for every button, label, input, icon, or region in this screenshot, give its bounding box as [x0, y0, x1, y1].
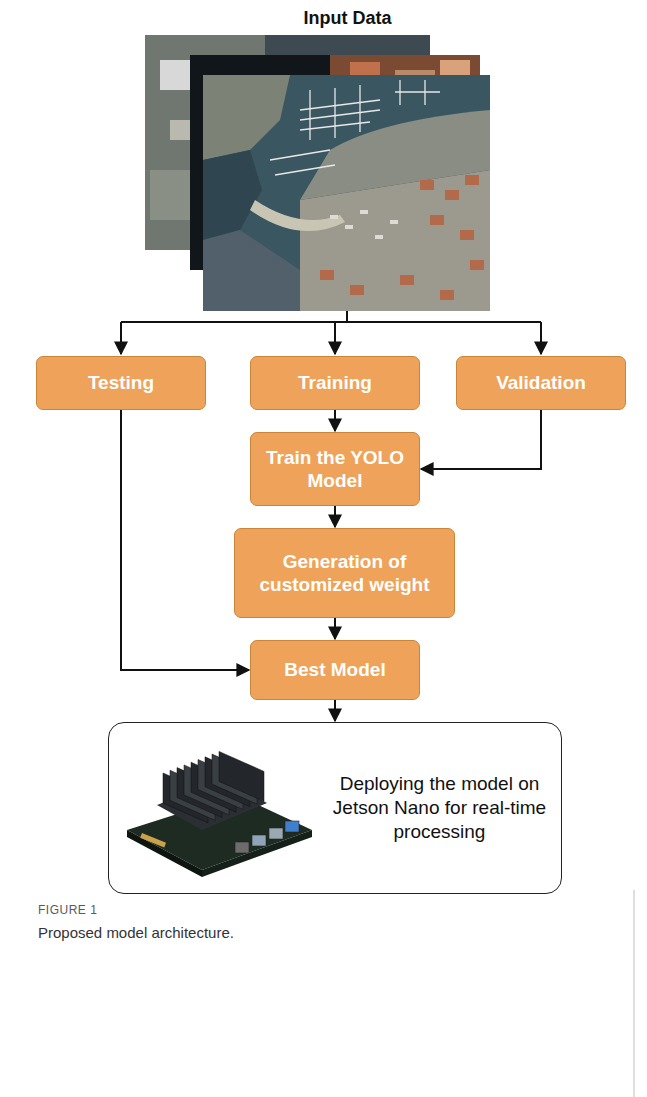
split-line-part: [120, 322, 122, 354]
flow-arrow: [121, 410, 249, 670]
satellite-image-part: [330, 210, 398, 239]
satellite-image-part: [250, 200, 345, 231]
satellite-image-part-part: [334, 88, 335, 138]
satellite-image: [203, 75, 490, 311]
port: [285, 821, 299, 832]
heatsink-fin: [219, 751, 264, 801]
satellite-image-part-part: [270, 150, 330, 160]
box-text: Train the YOLO Model: [251, 446, 419, 492]
port: [235, 842, 249, 853]
split-line: [121, 311, 541, 354]
satellite-image-part: [203, 75, 290, 160]
satellite-image-part-part: [300, 100, 380, 110]
satellite-image-part-part: [330, 215, 338, 219]
satellite-image-part: [270, 80, 440, 175]
split-line-part: [121, 321, 541, 323]
flow-arrow: [334, 410, 336, 431]
satellite-image-part: [320, 175, 484, 300]
satellite-image-part-part: [460, 230, 474, 240]
box-text: Training: [298, 371, 372, 394]
box-text: Validation: [496, 371, 586, 394]
satellite-image-part-part: [470, 260, 484, 270]
satellite-image-part-part: [400, 275, 414, 285]
port: [269, 828, 283, 839]
process-box: Validation: [456, 356, 626, 410]
satellite-image-part-part: [465, 175, 479, 185]
gpio-header: [140, 833, 166, 847]
satellite-image-part-part: [430, 215, 444, 225]
box-text: Testing: [88, 371, 154, 394]
page-rule: [634, 890, 635, 1097]
satellite-image-part-part: [440, 290, 454, 300]
port: [252, 835, 266, 846]
box-text: Best Model: [284, 658, 385, 681]
process-box: Generation of customized weight: [234, 528, 455, 618]
satellite-image-part: [203, 230, 300, 311]
satellite-image-part-part: [359, 85, 360, 132]
flow-arrow: [421, 410, 541, 469]
satellite-image-part-part: [345, 225, 353, 229]
satellite-image-part-part: [360, 210, 368, 214]
box-text: Generation of customized weight: [235, 550, 454, 596]
satellite-image-part-part: [375, 235, 383, 239]
satellite-image-part-part: [320, 270, 334, 280]
satellite-image-part: [300, 110, 490, 200]
figure-caption: Proposed model architecture.: [38, 924, 234, 941]
deployment-box: Deploying the model on Jetson Nano for r…: [108, 722, 562, 894]
satellite-image-part-part: [399, 80, 400, 105]
satellite-image-part-part: [445, 190, 459, 200]
satellite-image-part: [203, 150, 262, 240]
flow-arrow: [334, 506, 336, 527]
flow-arrow: [334, 618, 336, 639]
process-box: Testing: [36, 356, 206, 410]
process-box: Best Model: [250, 640, 420, 700]
satellite-image-part-part: [275, 165, 335, 175]
satellite-image-part-part: [420, 180, 434, 190]
satellite-image-part-part: [390, 220, 398, 224]
flow-arrow: [334, 700, 336, 721]
satellite-image-part-part: [424, 80, 425, 105]
satellite-image-part-part: [300, 110, 380, 120]
box-text: Deploying the model on Jetson Nano for r…: [332, 772, 547, 843]
board-edge: [127, 830, 202, 877]
satellite-image-part-part: [350, 285, 364, 295]
process-box: Train the YOLO Model: [250, 432, 420, 506]
jetson-nano-board: [117, 735, 317, 885]
satellite-image-part-part: [309, 90, 310, 140]
satellite-image-part-part: [395, 91, 440, 92]
board-edge: [202, 830, 312, 877]
satellite-image-part: [203, 75, 490, 311]
diagram-title: Input Data: [0, 8, 647, 29]
split-line-part: [540, 322, 542, 354]
figure-label: FIGURE 1: [38, 903, 97, 917]
split-line-part: [346, 311, 348, 322]
process-box: Training: [250, 356, 420, 410]
split-line-part: [334, 322, 336, 354]
